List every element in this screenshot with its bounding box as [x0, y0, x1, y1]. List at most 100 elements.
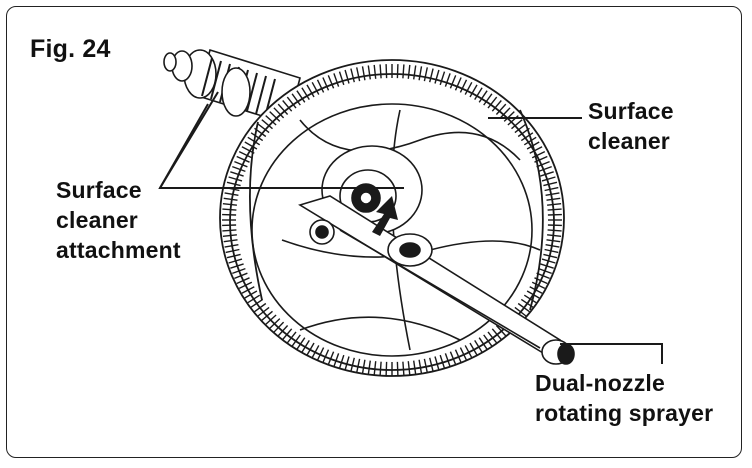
bristle-tick: [225, 248, 240, 254]
bristle-tick: [429, 357, 434, 372]
bristle-tick: [495, 325, 507, 337]
bristle-tick: [423, 358, 428, 373]
bristle-tick: [464, 345, 473, 359]
bristle-tick: [534, 277, 548, 285]
bristle-tick: [226, 181, 241, 187]
bristle-tick: [545, 244, 560, 248]
bristle-tick: [223, 197, 238, 201]
bristle-tick: [373, 361, 377, 376]
bristle-tick: [413, 360, 417, 375]
bristle-tick: [534, 155, 548, 163]
bristle-tick: [540, 171, 554, 177]
bristle-tick: [487, 331, 498, 344]
bristle-tick: [418, 66, 423, 81]
bristle-tick: [503, 111, 515, 122]
bristle-tick: [407, 64, 411, 79]
bristle-tick: [234, 160, 248, 168]
bristle-tick: [224, 192, 239, 196]
bristle-tick: [454, 77, 462, 91]
bristle-tick: [247, 294, 261, 304]
bristle-tick: [423, 67, 428, 82]
bristle-tick: [385, 64, 388, 79]
bristle-tick: [536, 160, 550, 168]
bristle-tick: [265, 115, 277, 126]
bristle-tick: [223, 239, 238, 243]
bristle-tick: [277, 103, 289, 115]
bristle-tick: [257, 123, 270, 134]
bristle-tick: [306, 342, 315, 356]
bristle-tick: [265, 314, 277, 325]
bristle-tick: [361, 359, 366, 374]
bristle-tick: [350, 357, 355, 372]
bristle-tick: [520, 132, 534, 142]
bristle-tick: [338, 71, 345, 86]
bristle-tick: [254, 127, 267, 138]
bristle-tick: [434, 69, 440, 84]
bristle-tick: [538, 165, 552, 173]
bristle-tick: [273, 321, 285, 333]
bristle-tick: [327, 75, 335, 89]
bristle-tick: [495, 103, 507, 115]
bristle-tick: [514, 306, 527, 317]
bristle-tick: [301, 87, 310, 100]
bristle-tick: [385, 361, 388, 376]
bristle-tick: [282, 328, 293, 340]
bristle-tick: [541, 258, 556, 264]
bristle-tick: [273, 107, 285, 119]
bristle-tick: [250, 298, 264, 308]
bristle-tick: [544, 248, 559, 254]
bristle-tick: [545, 192, 560, 196]
bristle-tick: [547, 208, 562, 211]
bristle-tick: [232, 165, 246, 173]
bristle-tick: [327, 351, 335, 365]
bristle-tick: [222, 208, 237, 211]
bristle-tick: [402, 361, 405, 376]
bristle-tick: [536, 272, 550, 280]
bristle-tick: [469, 84, 478, 98]
bristle-tick: [291, 93, 301, 106]
callout-sprayer-line-1: Dual-nozzle: [535, 370, 665, 396]
bristle-tick: [546, 197, 561, 201]
bristle-tick: [224, 244, 239, 248]
bristle-tick: [439, 71, 446, 86]
bristle-tick: [228, 176, 243, 182]
bristle-tick: [517, 302, 530, 313]
bristle-tick: [367, 65, 371, 80]
bristle-tick: [350, 68, 355, 83]
bristle-tick: [543, 253, 558, 259]
bristle-tick: [316, 347, 325, 361]
bristle-tick: [344, 69, 350, 84]
bristle-tick: [487, 96, 498, 109]
bristle-ring: [222, 64, 562, 376]
bristle-tick: [282, 100, 293, 112]
bristle-tick: [546, 239, 561, 243]
arrow-up-icon: [372, 196, 398, 236]
bristle-tick: [434, 356, 440, 371]
bristle-tick: [413, 65, 417, 80]
bristle-tick: [333, 353, 340, 367]
bristle-tick: [238, 150, 253, 159]
bristle-tick: [228, 258, 243, 264]
bristle-tick: [418, 359, 423, 374]
bristle-tick: [291, 334, 301, 347]
callout-surface-cleaner-attachment: Surface cleaner attachment: [56, 175, 181, 265]
bristle-tick: [517, 127, 530, 138]
bristle-tick: [514, 123, 527, 134]
bristle-tick: [483, 93, 493, 106]
bristle-tick: [311, 345, 320, 359]
bristle-tick: [396, 361, 399, 376]
bristle-tick: [338, 354, 345, 369]
callout-attachment-line-1: Surface: [56, 177, 142, 203]
bristle-tick: [526, 141, 540, 150]
bristle-tick: [361, 66, 366, 81]
bristle-tick: [531, 150, 546, 159]
bristle-tick: [511, 119, 523, 130]
bristle-tick: [296, 337, 306, 350]
bristle-tick: [241, 286, 255, 294]
callout-attachment-line-3: attachment: [56, 237, 181, 263]
bristle-tick: [529, 286, 543, 294]
bristle-tick: [277, 325, 289, 337]
bristle-tick: [230, 171, 244, 177]
bristle-tick: [311, 81, 320, 95]
